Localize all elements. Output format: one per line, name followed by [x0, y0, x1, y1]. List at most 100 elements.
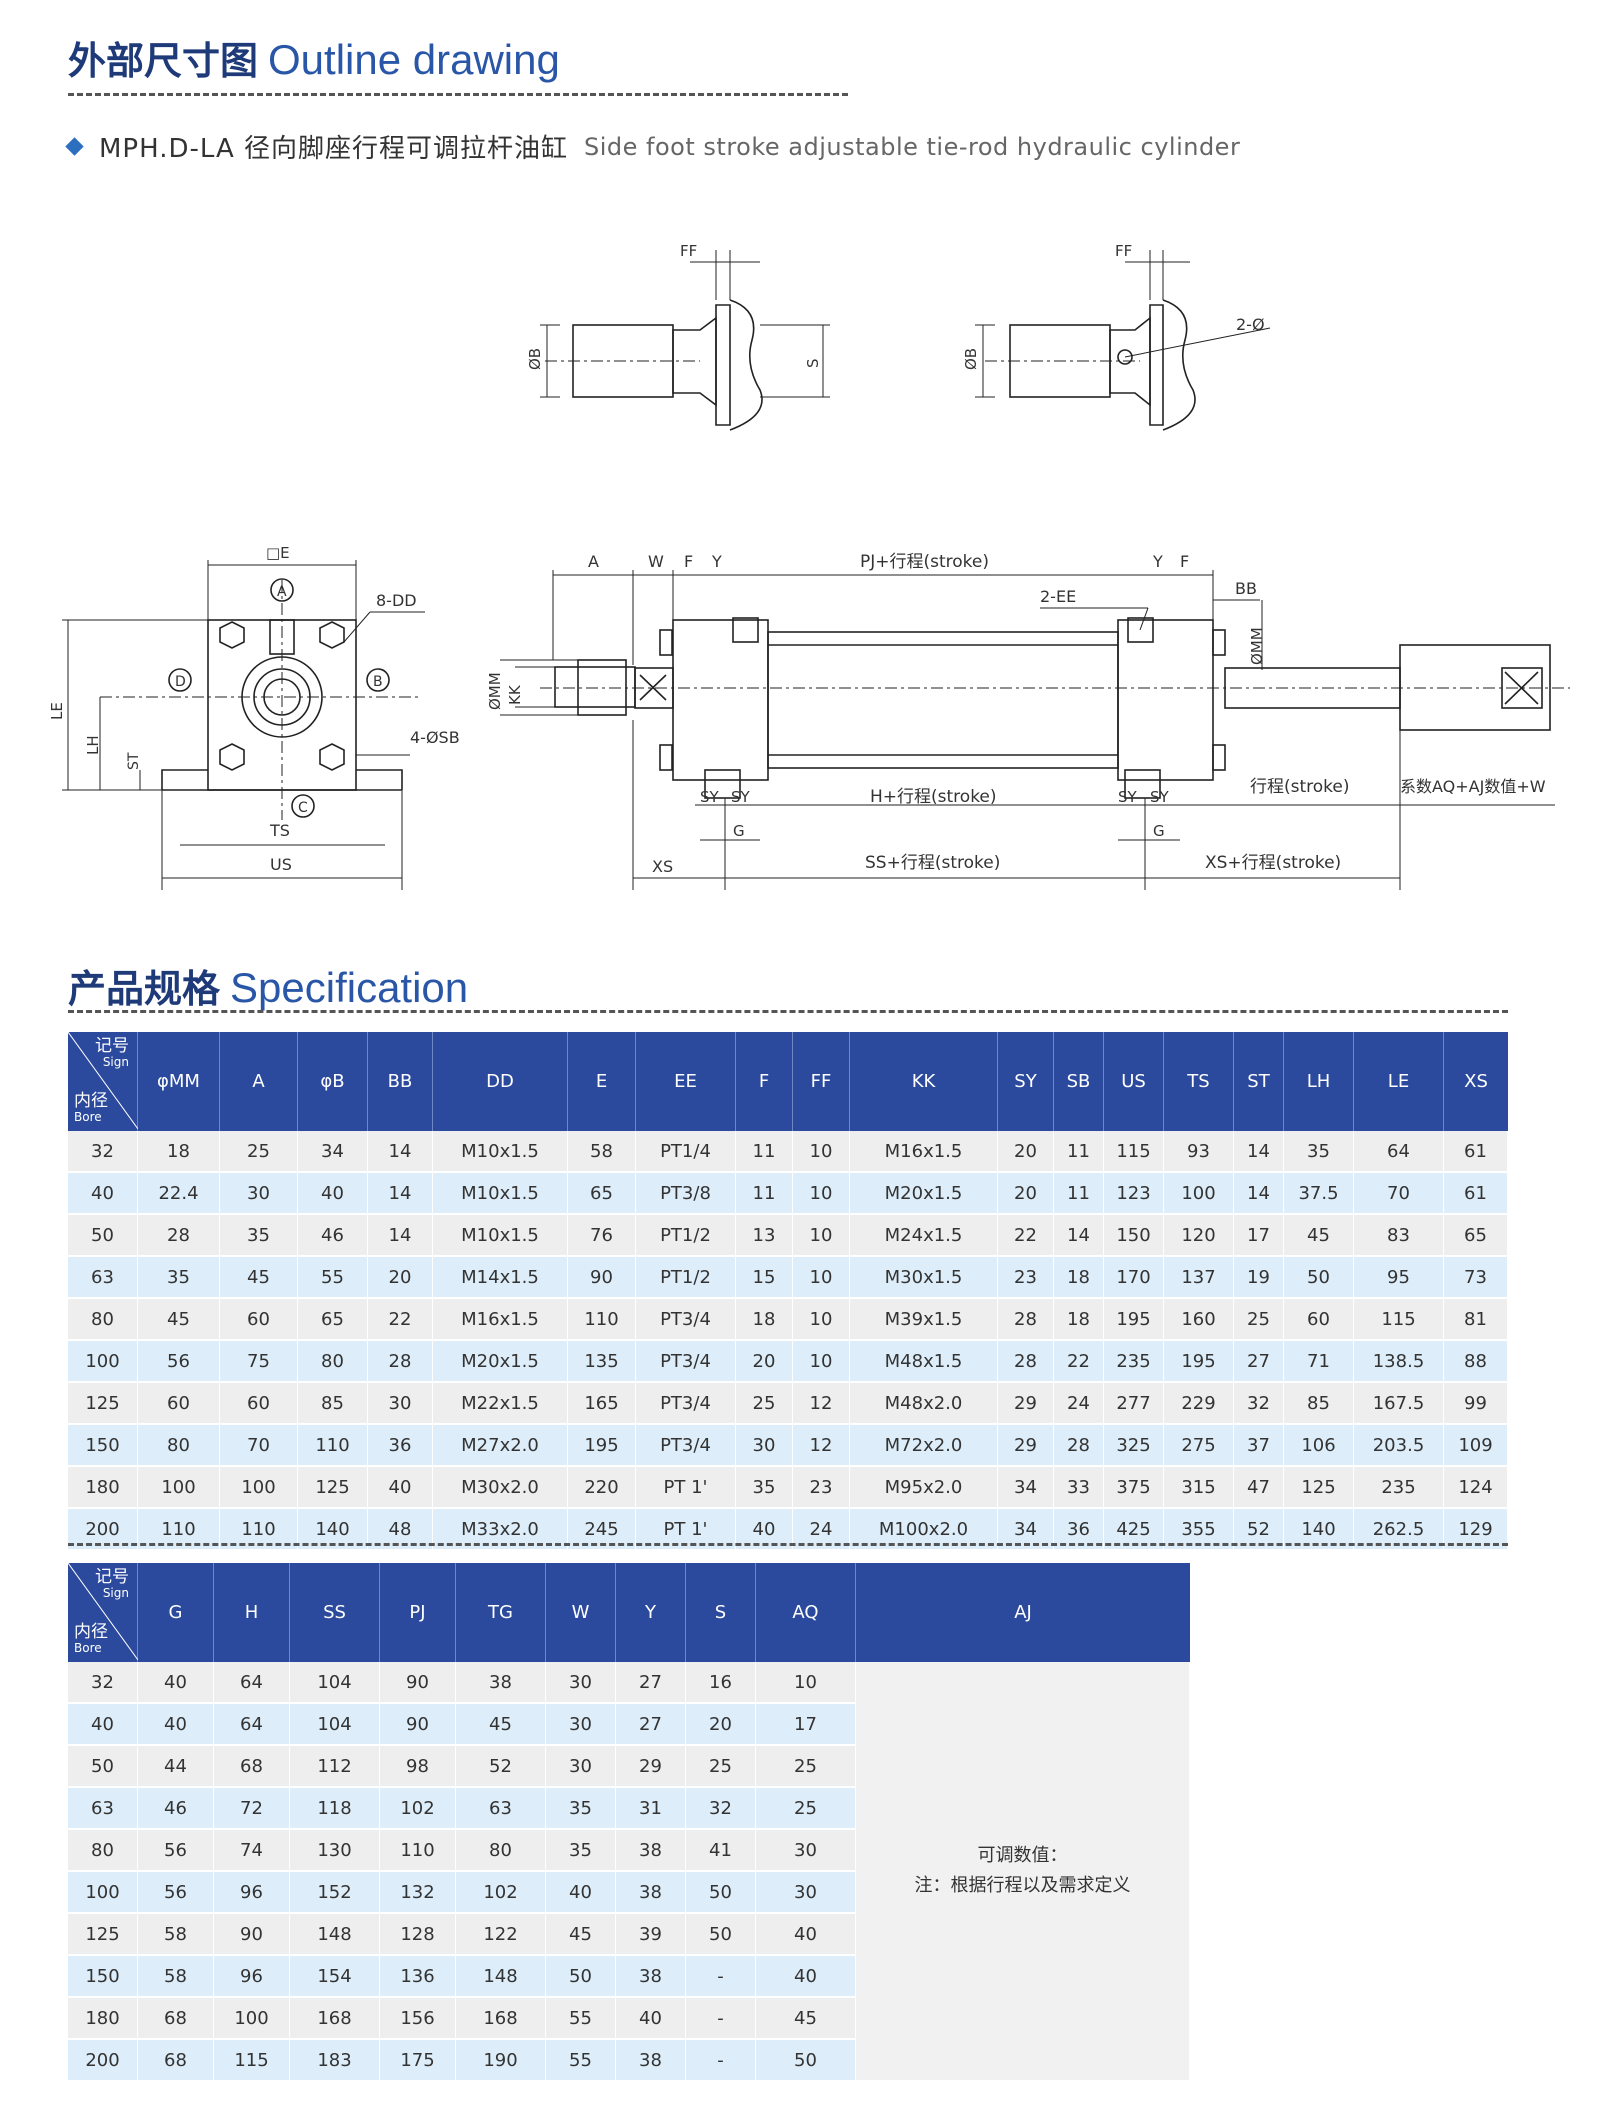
col-header-e: E [568, 1032, 636, 1131]
table-cell: 203.5 [1354, 1425, 1444, 1467]
table-cell: 61 [1444, 1173, 1508, 1215]
table-cell: 25 [686, 1746, 756, 1788]
table-cell: 168 [456, 1998, 546, 2040]
table-cell: 98 [380, 1746, 456, 1788]
table-cell: 106 [1284, 1425, 1354, 1467]
table-cell: 12 [793, 1425, 850, 1467]
table-cell: 122 [456, 1914, 546, 1956]
table-cell: 12 [793, 1383, 850, 1425]
bore-cell: 63 [68, 1257, 138, 1299]
corner-sign-zh: 记号 [95, 1036, 129, 1056]
col-header-pj: PJ [380, 1563, 456, 1662]
table-cell: 58 [568, 1131, 636, 1173]
table-cell: 65 [1444, 1215, 1508, 1257]
table-cell: 74 [214, 1830, 290, 1872]
table-cell: 60 [1284, 1299, 1354, 1341]
table-cell: M10x1.5 [433, 1131, 568, 1173]
table-cell: 23 [793, 1467, 850, 1509]
table-cell: PT1/4 [636, 1131, 736, 1173]
aq-cell: 50 [756, 2040, 856, 2082]
table-cell: M30x2.0 [433, 1467, 568, 1509]
table-cell: 35 [1284, 1131, 1354, 1173]
table-cell: 100 [220, 1467, 298, 1509]
lbl-phimm-right: ØMM [1248, 627, 1266, 665]
table-cell: M24x1.5 [850, 1215, 998, 1257]
col-header-s: S [686, 1563, 756, 1662]
table-cell: 38 [616, 1872, 686, 1914]
table-cell: 37.5 [1284, 1173, 1354, 1215]
col-header-y: Y [616, 1563, 686, 1662]
col-header-aj: AJ [856, 1563, 1190, 1662]
table-cell: 175 [380, 2040, 456, 2082]
table-cell: - [686, 1998, 756, 2040]
table-cell: 30 [546, 1704, 616, 1746]
table-cell: 35 [220, 1215, 298, 1257]
table-cell: 56 [138, 1872, 214, 1914]
table-cell: 99 [1444, 1383, 1508, 1425]
table-cell: 125 [1284, 1467, 1354, 1509]
table-cell: PT1/2 [636, 1257, 736, 1299]
table-cell: 20 [998, 1131, 1054, 1173]
table-cell: M48x2.0 [850, 1383, 998, 1425]
table-cell: 27 [616, 1704, 686, 1746]
lbl-s: S [804, 358, 822, 368]
table-cell: 275 [1164, 1425, 1234, 1467]
table-cell: 71 [1284, 1341, 1354, 1383]
col-header-ee: EE [636, 1032, 736, 1131]
lbl-circ-c: C [298, 800, 308, 816]
lbl-y-1: Y [711, 552, 722, 571]
table-cell: 56 [138, 1830, 214, 1872]
table-cell: 137 [1164, 1257, 1234, 1299]
table-cell: 235 [1354, 1467, 1444, 1509]
bore-cell: 150 [68, 1425, 138, 1467]
table-cell: 65 [568, 1173, 636, 1215]
table-cell: 150 [1104, 1215, 1164, 1257]
corner-sign-zh: 记号 [95, 1567, 129, 1587]
col-header-ff: FF [793, 1032, 850, 1131]
outline-title-zh: 外部尺寸图 [68, 39, 259, 83]
table-cell: 50 [686, 1914, 756, 1956]
table-cell: PT3/4 [636, 1341, 736, 1383]
table-cell: 100 [1164, 1173, 1234, 1215]
table-cell: M30x1.5 [850, 1257, 998, 1299]
table-cell: 118 [290, 1788, 380, 1830]
table-cell: 195 [568, 1425, 636, 1467]
col-header-bb: BB [368, 1032, 433, 1131]
lbl-phimm-left: ØMM [486, 672, 504, 710]
table-cell: 68 [138, 2040, 214, 2082]
bore-cell: 32 [68, 1131, 138, 1173]
table-cell: 130 [290, 1830, 380, 1872]
col-header-kk: KK [850, 1032, 998, 1131]
table-cell: 58 [138, 1914, 214, 1956]
table-cell: 72 [214, 1788, 290, 1830]
rod-end-detail-1 [540, 250, 830, 431]
table-cell: 110 [568, 1299, 636, 1341]
table-cell: 22.4 [138, 1173, 220, 1215]
table-cell: 10 [793, 1299, 850, 1341]
lbl-f-2: F [1180, 552, 1189, 571]
table-cell: M72x2.0 [850, 1425, 998, 1467]
lbl-bb: BB [1235, 579, 1257, 598]
table-cell: 29 [998, 1383, 1054, 1425]
table-cell: 34 [998, 1467, 1054, 1509]
table-cell: 55 [298, 1257, 368, 1299]
table-cell: 128 [380, 1914, 456, 1956]
table-cell: PT3/8 [636, 1173, 736, 1215]
table-cell: 30 [368, 1383, 433, 1425]
table-cell: 90 [214, 1914, 290, 1956]
table-cell: 135 [568, 1341, 636, 1383]
bore-cell: 50 [68, 1746, 138, 1788]
corner-bore-zh: 内径 [74, 1622, 108, 1642]
table-cell: 115 [214, 2040, 290, 2082]
model-name-en: Side foot stroke adjustable tie-rod hydr… [584, 132, 1241, 161]
table-cell: 104 [290, 1704, 380, 1746]
table-cell: 167.5 [1354, 1383, 1444, 1425]
table-cell: 110 [298, 1425, 368, 1467]
col-header-g: G [138, 1563, 214, 1662]
table-cell: PT3/4 [636, 1383, 736, 1425]
